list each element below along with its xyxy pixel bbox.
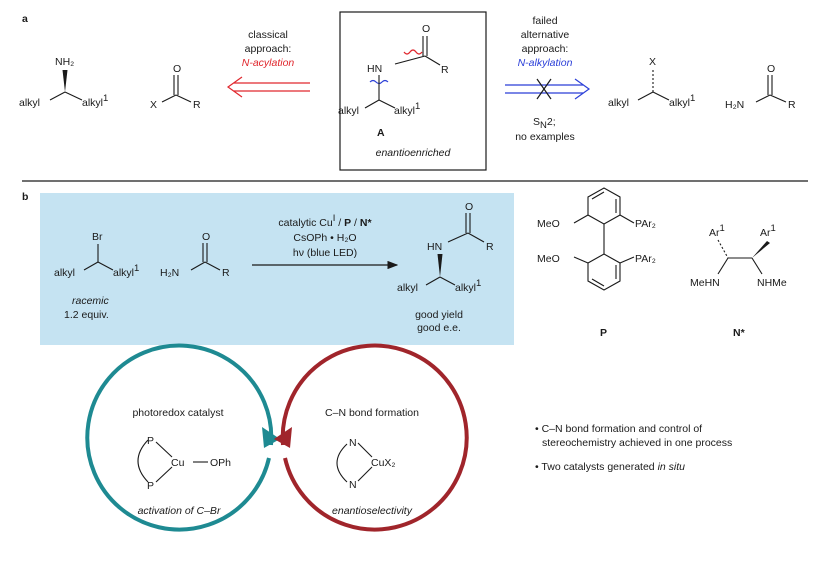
failed-text-2: alternative (521, 29, 570, 41)
ligand-n-ar1-right: Ar1 (760, 223, 776, 239)
good-yield-label: good yield (415, 309, 463, 321)
bromide-alkyl1: alkyl1 (113, 263, 139, 279)
target-alkyl: alkyl (338, 105, 359, 117)
acyl-electrophile: O X R (150, 63, 201, 111)
target-carbonyl-o: O (422, 23, 430, 35)
cn-cycle-caption: enantioselectivity (332, 505, 413, 517)
target-label-a: A (377, 127, 385, 139)
photoredox-p-top: P (147, 435, 154, 447)
photoredox-cycle: photoredox catalyst P P Cu OPh activatio… (85, 343, 280, 532)
ligand-n-ar1-left: Ar1 (709, 223, 725, 239)
cn-cycle-arrowhead (274, 427, 292, 448)
ligand-n-nhme: NHMe (757, 277, 787, 289)
reagent-amide-r: R (222, 267, 230, 279)
bullet-1-line-2: stereochemistry achieved in one process (542, 437, 732, 449)
reagent-amide-h2n: H₂N (160, 267, 179, 279)
primary-amide-structure: O H₂N R (725, 63, 796, 111)
conditions-line-2: CsOPh • H₂O (293, 232, 356, 244)
product-alkyl1: alkyl1 (455, 278, 481, 294)
panel-b-label: b (22, 191, 28, 203)
cn-bond-formation-cycle: C–N bond formation N N CuX₂ enantioselec… (274, 343, 469, 532)
amide-reagent: O H₂N R (160, 231, 230, 279)
ligand-p-par2-2: PAr₂ (635, 253, 656, 265)
halide-alkyl: alkyl (608, 97, 629, 109)
target-r: R (441, 64, 449, 76)
photoredox-caption: activation of C–Br (138, 505, 221, 517)
no-examples-label: no examples (515, 131, 575, 143)
ligand-p-label: P (600, 327, 607, 339)
ligand-n-label: N* (733, 327, 746, 339)
panel-a-label: a (22, 13, 28, 25)
product-r: R (486, 241, 494, 253)
ligand-p-par2-1: PAr₂ (635, 218, 656, 230)
halide-x: X (649, 56, 656, 68)
enantioenriched-caption: enantioenriched (376, 147, 452, 159)
photoredox-cycle-circle (85, 343, 274, 532)
n-acylation-label: N-acylation (242, 57, 295, 69)
ligand-n-mehn: MeHN (690, 277, 720, 289)
amine-nh2: NH₂ (55, 56, 74, 68)
equiv-label: 1.2 equiv. (64, 309, 109, 321)
cn-cycle-n-bottom: N (349, 479, 357, 491)
bullet-1-line-1: • C–N bond formation and control of (535, 423, 702, 435)
alkyl-halide-structure: X alkyl alkyl1 (608, 56, 695, 109)
amide-h2n: H₂N (725, 99, 744, 111)
sn2-label: SN2; (533, 116, 556, 131)
product-amide: O R HN alkyl alkyl1 good yield good e.e. (397, 201, 494, 334)
cn-cycle-title: C–N bond formation (325, 407, 419, 419)
acylation-disconnection-wave (403, 49, 423, 55)
product-wedge (437, 254, 443, 277)
conditions-line-1: catalytic CuI / P / N* (278, 213, 372, 229)
photoredox-cycle-arrowhead (262, 427, 280, 448)
racemic-bromide: Br alkyl alkyl1 racemic 1.2 equiv. (54, 231, 139, 321)
retrosynthetic-arrow-red (226, 76, 310, 98)
photoredox-p-bottom: P (147, 480, 154, 492)
classical-text-2: approach: (245, 43, 292, 55)
product-o: O (465, 201, 473, 213)
ligand-p-meo-2: MeO (537, 253, 560, 265)
target-hn: HN (367, 63, 382, 75)
halide-alkyl1: alkyl1 (669, 93, 695, 109)
target-alkyl1: alkyl1 (394, 101, 420, 117)
product-alkyl: alkyl (397, 282, 418, 294)
good-ee-label: good e.e. (417, 322, 461, 334)
alkyl1-label: alkyl1 (82, 93, 108, 109)
cn-cycle-cux2: CuX₂ (371, 457, 396, 469)
target-structure-a: O R HN alkyl alkyl1 A enantioenriched (338, 23, 452, 159)
amide-o: O (767, 63, 775, 75)
classical-text-1: classical (248, 29, 288, 41)
r-group: R (193, 99, 201, 111)
amide-r: R (788, 99, 796, 111)
reaction-highlight-box (40, 193, 514, 345)
n-alkylation-label: N-alkylation (518, 57, 573, 69)
wedge-bond (62, 70, 68, 92)
cn-cycle-circle (280, 343, 469, 532)
photoredox-oph: OPh (210, 457, 231, 469)
racemic-label: racemic (72, 295, 110, 307)
bullet-2: • Two catalysts generated in situ (535, 461, 685, 473)
ligand-p-structure: MeO MeO PAr₂ PAr₂ P (537, 187, 656, 339)
photoredox-title: photoredox catalyst (132, 407, 223, 419)
bromine: Br (92, 231, 103, 243)
product-hn: HN (427, 241, 442, 253)
bromide-alkyl: alkyl (54, 267, 75, 279)
cn-cycle-n-top: N (349, 437, 357, 449)
leaving-group-x: X (150, 99, 157, 111)
reagent-amide-o: O (202, 231, 210, 243)
conditions-line-3: hν (blue LED) (293, 247, 357, 259)
failed-text-3: approach: (522, 43, 569, 55)
retrosynthetic-arrow-blue (505, 78, 591, 100)
amine-structure: NH₂ alkyl alkyl1 (19, 56, 108, 109)
target-box (339, 11, 487, 171)
ligand-n-structure: Ar1 Ar1 MeHN NHMe N* (690, 223, 787, 339)
photoredox-cu: Cu (171, 457, 185, 469)
ligand-p-meo-1: MeO (537, 218, 560, 230)
failed-text-1: failed (532, 15, 557, 27)
alkyl-label: alkyl (19, 97, 40, 109)
carbonyl-oxygen: O (173, 63, 181, 75)
